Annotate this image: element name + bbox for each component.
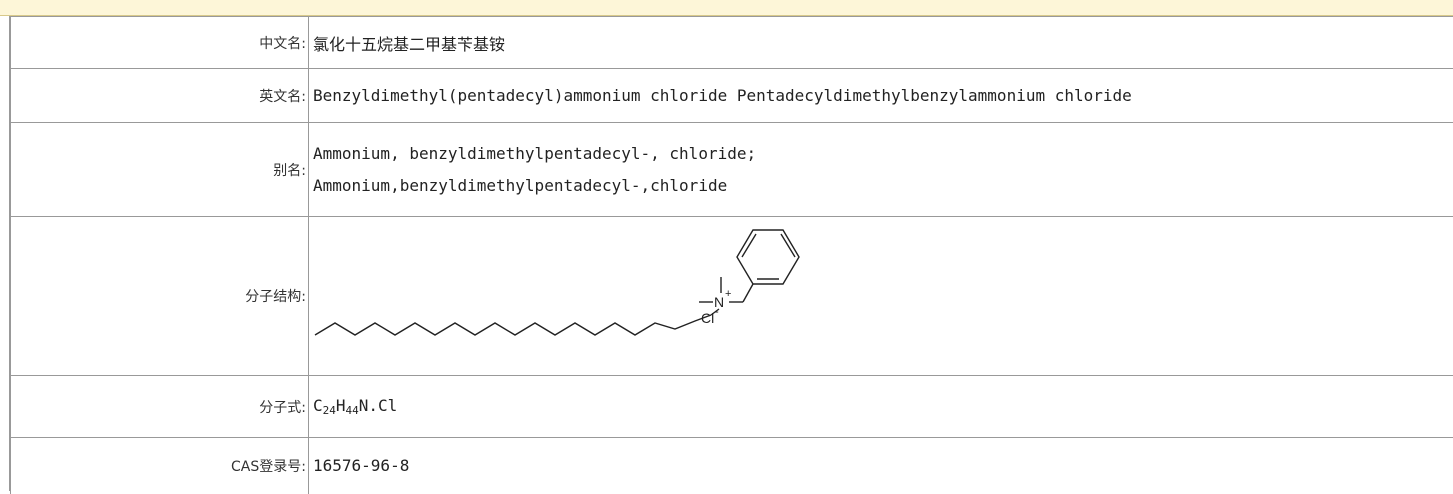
formula-rest: N.Cl (359, 396, 398, 415)
row-aliases: 别名: Ammonium, benzyldimethylpentadecyl-,… (11, 123, 1453, 217)
formula-c-count: 24 (323, 404, 336, 417)
molecular-structure-image: N + Cl - (309, 217, 1453, 375)
row-chinese-name: 中文名: 氯化十五烷基二甲基苄基铵 (11, 17, 1453, 69)
row-structure: 分子结构: (11, 217, 1453, 376)
atom-chlorine: Cl (701, 310, 714, 326)
value-formula: C24H44N.Cl (309, 376, 1453, 438)
formula-c: C (313, 396, 323, 415)
compound-info-frame: 中文名: 氯化十五烷基二甲基苄基铵 英文名: Benzyldimethyl(pe… (9, 16, 1453, 491)
row-english-name: 英文名: Benzyldimethyl(pentadecyl)ammonium … (11, 69, 1453, 123)
row-formula: 分子式: C24H44N.Cl (11, 376, 1453, 438)
label-cas: CAS登录号: (11, 438, 309, 494)
formula-h: H (336, 396, 346, 415)
alias-line-2: Ammonium,benzyldimethylpentadecyl-,chlor… (313, 170, 1452, 202)
row-cas: CAS登录号: 16576-96-8 (11, 438, 1453, 494)
benzene-ring (737, 230, 799, 284)
value-structure: N + Cl - (309, 217, 1453, 376)
atom-chlorine-charge: - (715, 306, 719, 318)
label-structure: 分子结构: (11, 217, 309, 376)
label-aliases: 别名: (11, 123, 309, 217)
label-formula: 分子式: (11, 376, 309, 438)
alias-line-1: Ammonium, benzyldimethylpentadecyl-, chl… (313, 138, 1452, 170)
molecular-structure-svg: N + Cl - (309, 217, 1453, 373)
formula-h-count: 44 (346, 404, 359, 417)
atom-nitrogen-charge: + (725, 288, 731, 300)
pentadecyl-chain (315, 315, 711, 335)
value-english-name: Benzyldimethyl(pentadecyl)ammonium chlor… (309, 69, 1453, 123)
value-chinese-name: 氯化十五烷基二甲基苄基铵 (309, 17, 1453, 69)
label-chinese-name: 中文名: (11, 17, 309, 69)
value-cas: 16576-96-8 (309, 438, 1453, 494)
label-english-name: 英文名: (11, 69, 309, 123)
value-aliases: Ammonium, benzyldimethylpentadecyl-, chl… (309, 123, 1453, 217)
top-banner (0, 0, 1453, 16)
bond-ch2-ring (743, 284, 753, 302)
compound-info-table: 中文名: 氯化十五烷基二甲基苄基铵 英文名: Benzyldimethyl(pe… (10, 16, 1453, 494)
